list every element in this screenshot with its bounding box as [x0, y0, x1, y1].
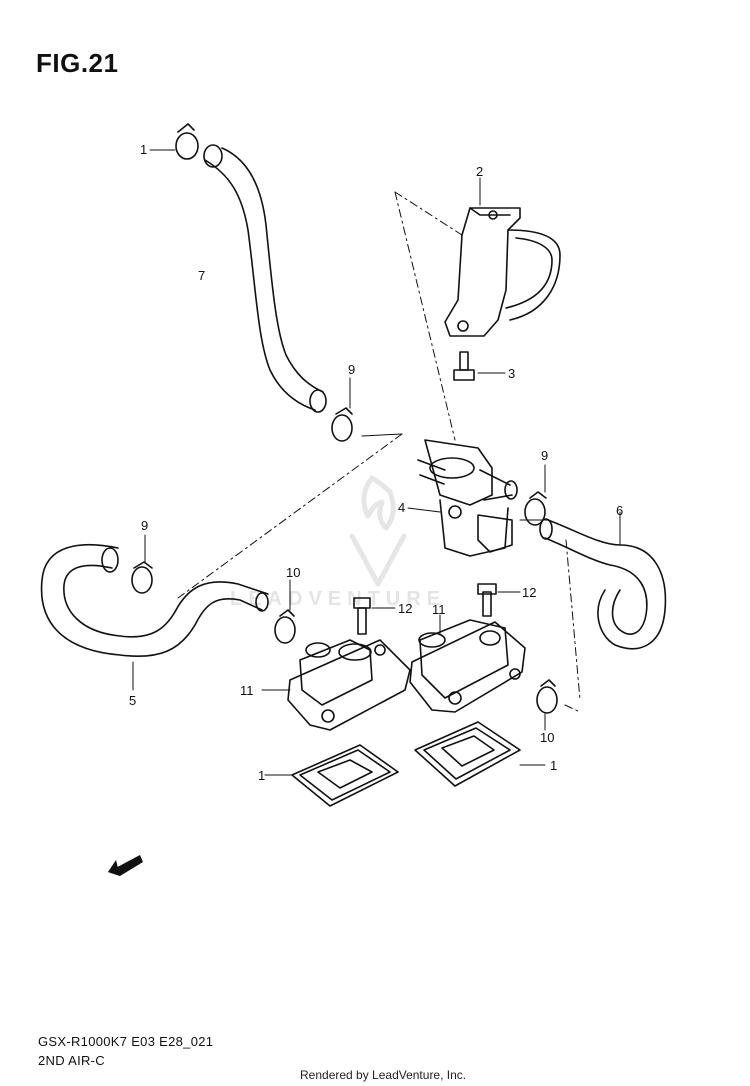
callout-9-right: 9 [541, 448, 548, 463]
bracket-2 [444, 177, 561, 337]
callout-11-left: 11 [240, 683, 254, 698]
cover-11-left [261, 639, 411, 731]
reed-plate-1-right [414, 721, 546, 787]
callout-2: 2 [476, 164, 483, 179]
callout-10-left: 10 [286, 565, 300, 580]
callout-9-left: 9 [141, 518, 148, 533]
clamp-8 [149, 123, 199, 160]
callout-1-left: 1 [258, 768, 265, 783]
bolt-12-right [477, 583, 521, 617]
hose-5 [203, 144, 327, 413]
clamp-9-right [524, 464, 547, 526]
callout-5: 7 [198, 268, 205, 283]
hose-7 [40, 543, 269, 691]
clamp-9-upper [331, 377, 353, 442]
callout-10-right: 10 [540, 730, 554, 745]
fwd-arrow-icon [108, 855, 143, 876]
callout-11-right: 11 [432, 602, 446, 617]
dashed-leaders [177, 191, 581, 713]
bolt-12-left [353, 597, 396, 635]
valve-4 [407, 439, 518, 557]
cover-11-right [409, 614, 526, 713]
reed-plate-1-left [264, 744, 399, 807]
hose-6 [539, 511, 667, 650]
callout-6: 6 [616, 503, 623, 518]
callout-12-left: 12 [398, 601, 412, 616]
flame-v-logo-icon [349, 475, 407, 587]
figure-title: FIG.21 [36, 48, 119, 78]
callout-7: 5 [129, 693, 136, 708]
callout-12-right: 12 [522, 585, 536, 600]
bolt-3 [453, 351, 506, 381]
callout-1-right: 1 [550, 758, 557, 773]
watermark-text: LEADVENTURE [230, 588, 447, 610]
rendered-by-credit: Rendered by LeadVenture, Inc. [300, 1068, 467, 1082]
clamp-9-left [131, 534, 153, 594]
section-name: 2ND AIR-C [38, 1053, 105, 1068]
model-code: GSX-R1000K7 E03 E28_021 [38, 1034, 214, 1049]
callout-4: 4 [398, 500, 405, 515]
callout-9-upper: 9 [348, 362, 355, 377]
clamp-10-left [274, 579, 296, 644]
callout-3: 3 [508, 366, 515, 381]
clamp-10-right [536, 679, 558, 731]
callout-8: 1 [140, 142, 147, 157]
